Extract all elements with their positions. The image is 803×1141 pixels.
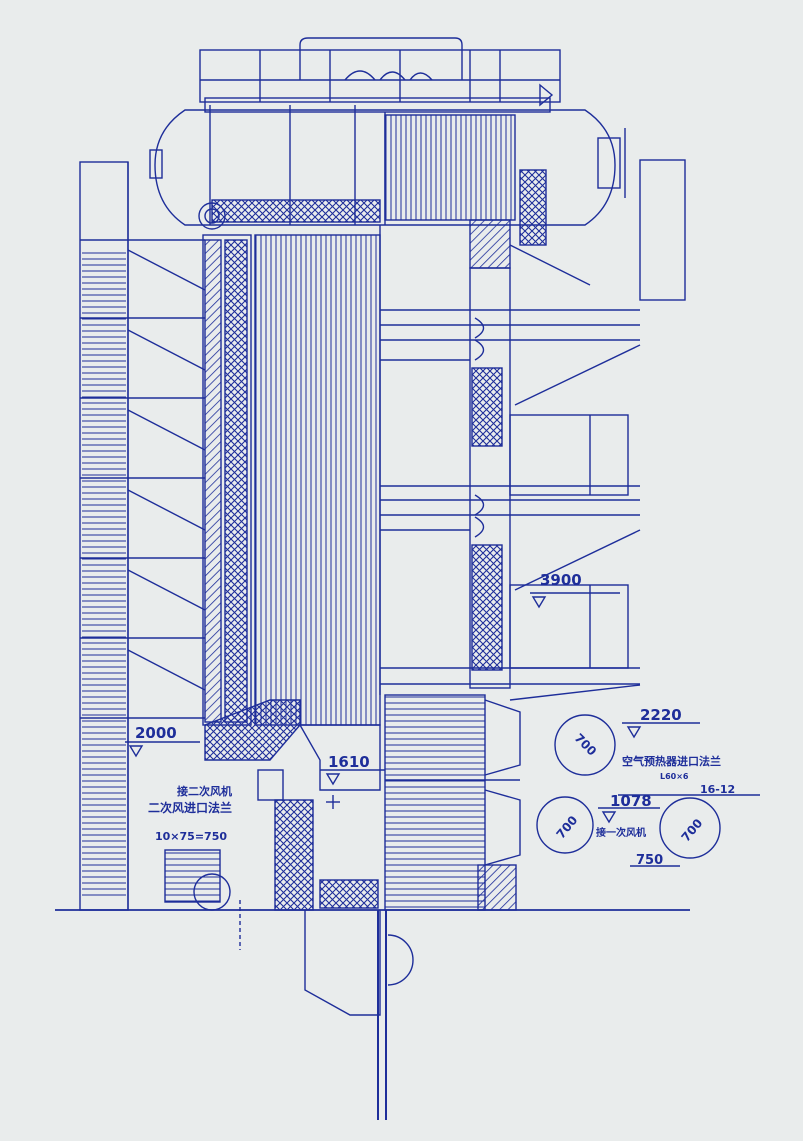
furnace (202, 225, 381, 726)
pipe-circle-lower-left (536, 796, 594, 854)
label-secondary-size: 10×75=750 (155, 830, 227, 843)
elevation-label-2000: 2000 (135, 724, 177, 742)
pipe-diameter-lower-right: 700 (679, 816, 706, 844)
furnace-hopper (204, 699, 414, 1120)
elevation-label-1610: 1610 (328, 753, 370, 771)
label-preheater-angle: L60×6 (660, 772, 689, 781)
elevation-label-3900: 3900 (540, 571, 582, 589)
convection-column (380, 159, 686, 689)
header-drum (198, 202, 226, 230)
pipe-diameter-upper: 700 (572, 731, 600, 759)
label-preheater-bolts: 16-12 (700, 783, 735, 796)
elevation-marker-1078 (598, 807, 660, 824)
top-frame (199, 37, 561, 103)
left-steel-frame (79, 161, 206, 911)
label-primary-fan: 接一次风机 (596, 826, 646, 839)
label-air-preheater-inlet: 空气预热器进口法兰 (622, 754, 721, 768)
steam-drum (149, 83, 626, 226)
elevation-marker-2000 (125, 741, 200, 758)
label-secondary-fan: 接二次风机 (177, 784, 232, 798)
elevation-label-1078: 1078 (610, 792, 652, 810)
air-preheater (384, 684, 641, 911)
label-primary-width: 750 (636, 853, 663, 868)
upper-header (211, 199, 381, 223)
pipe-circle-lower-right (659, 797, 721, 859)
elevation-marker-2220 (622, 722, 700, 739)
secondary-air-inlet (164, 769, 284, 950)
label-secondary-inlet: 二次风进口法兰 (148, 800, 232, 815)
elevation-marker-1610 (320, 769, 385, 809)
elevation-marker-3900 (530, 592, 620, 609)
pipe-circle-upper (554, 714, 616, 776)
elevation-label-2220: 2220 (640, 706, 682, 724)
pipe-diameter-lower-left: 700 (554, 813, 581, 841)
